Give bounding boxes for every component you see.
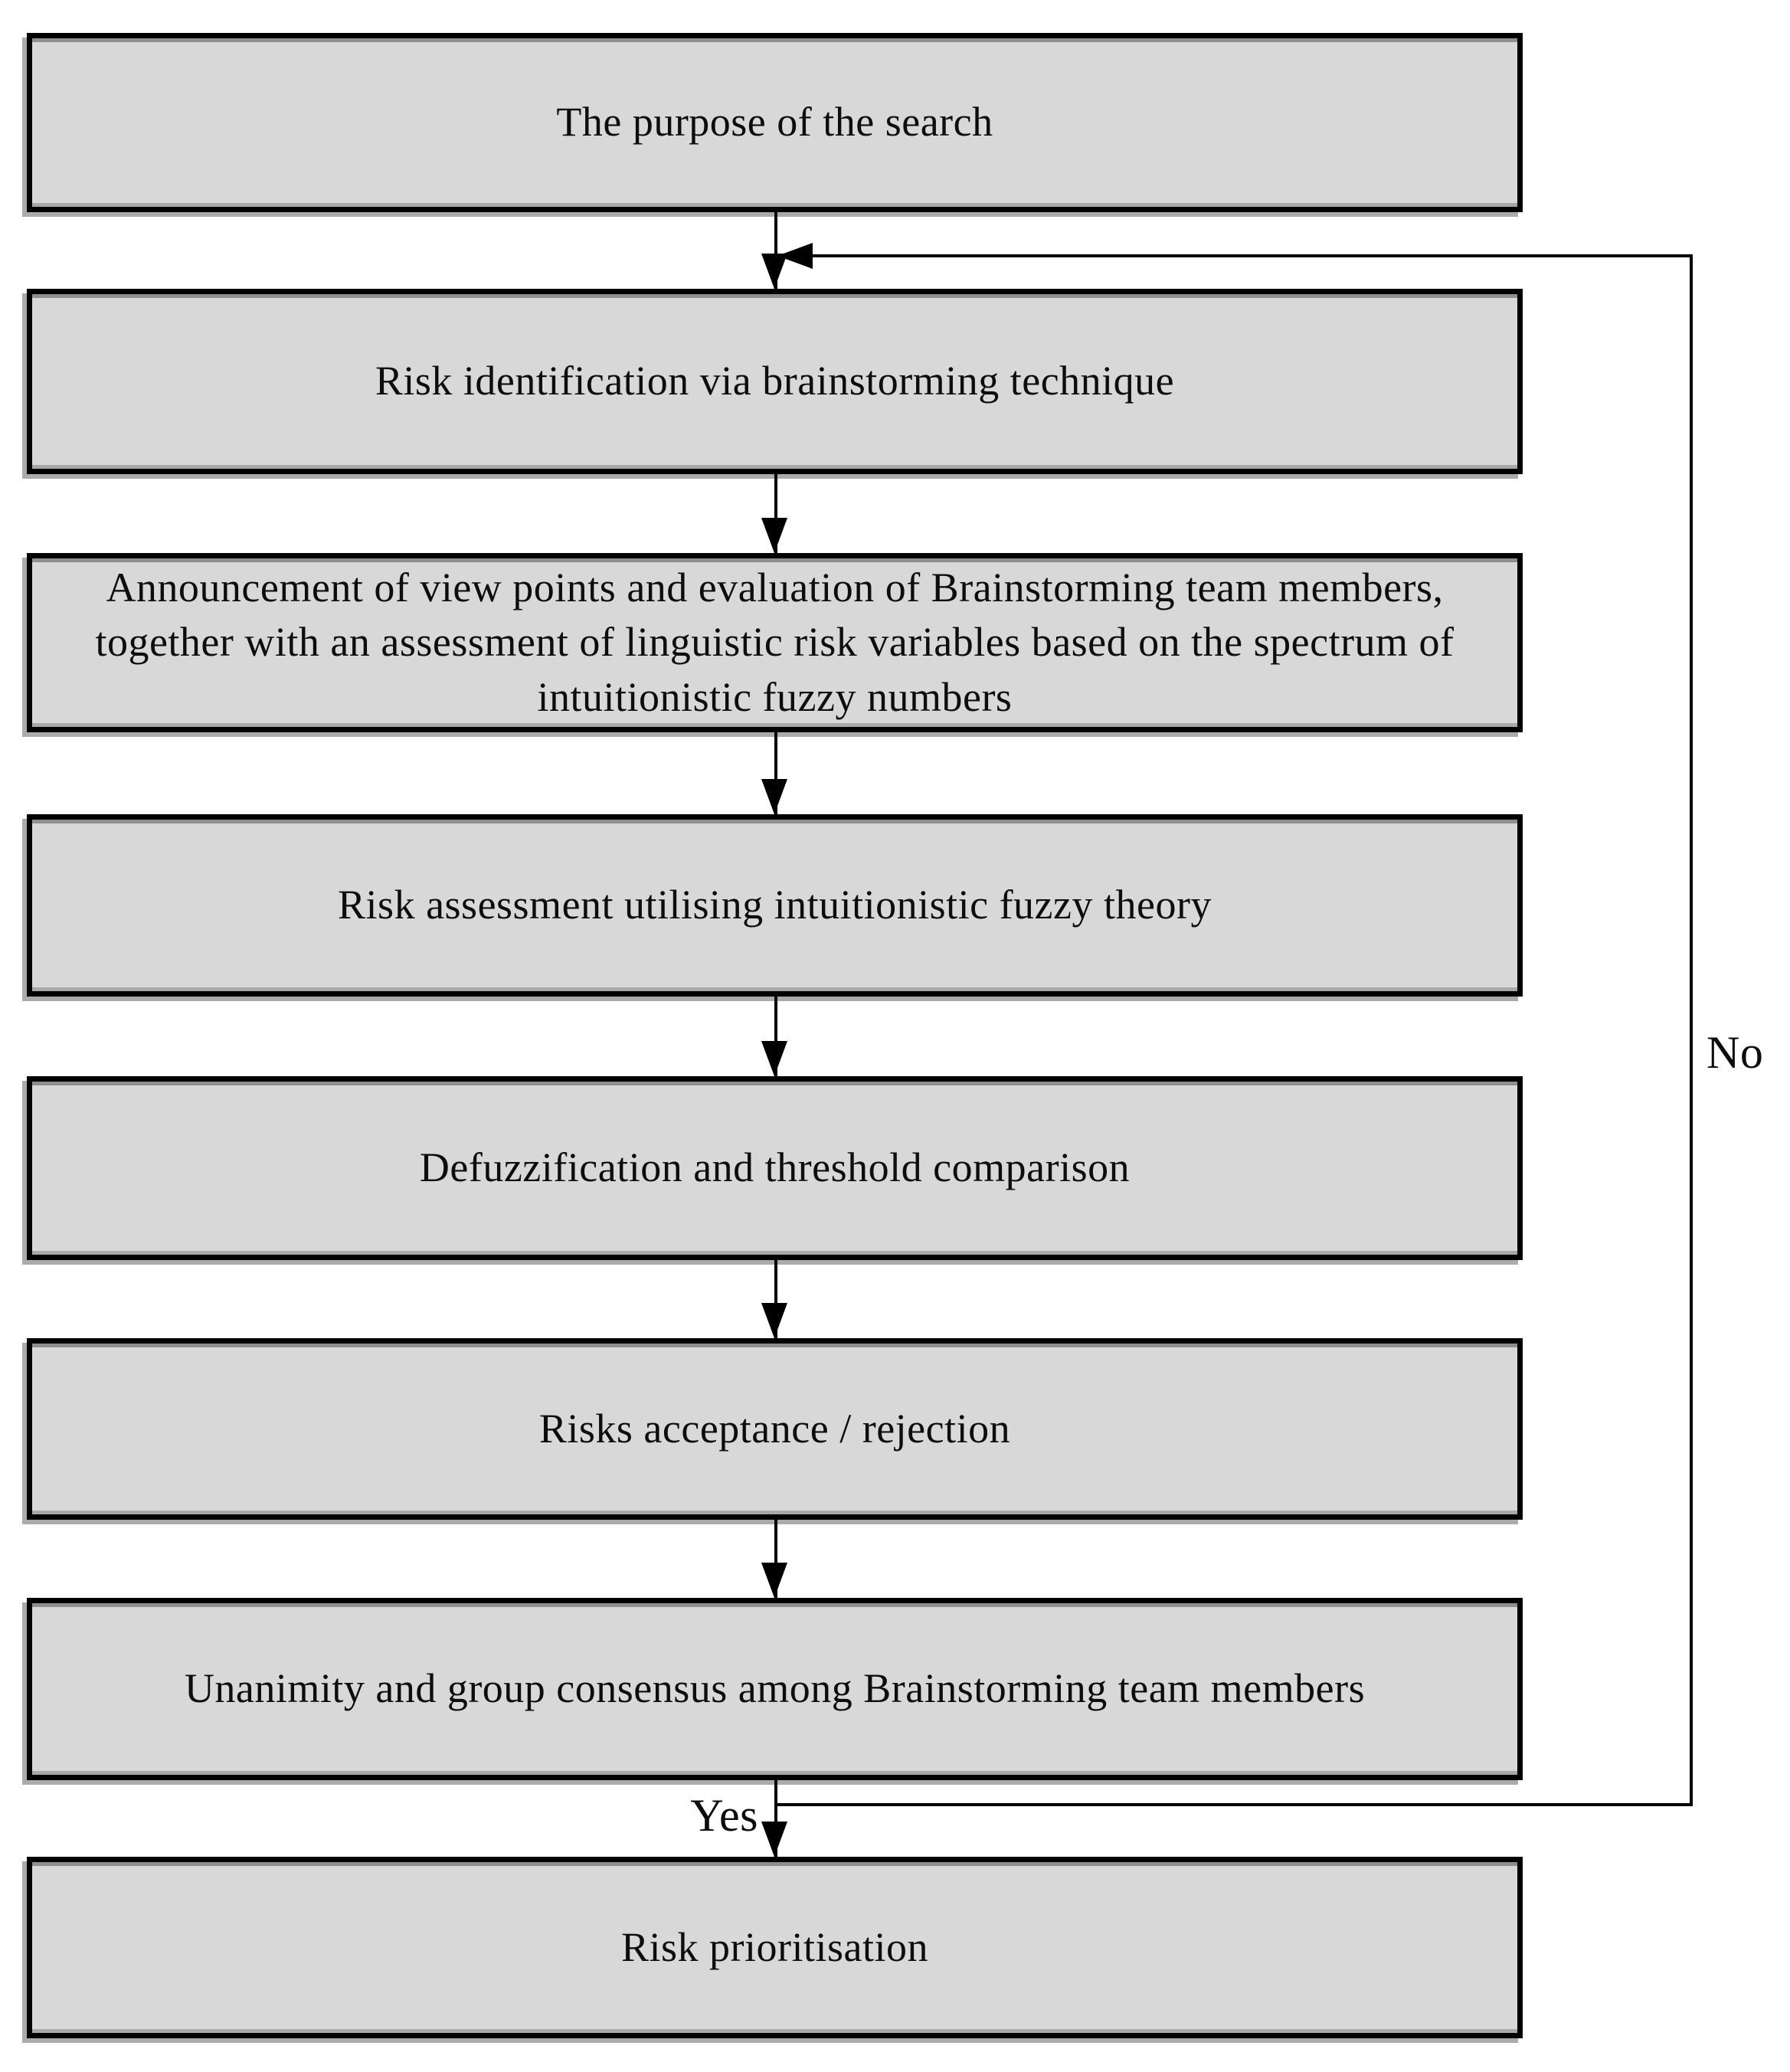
arrowhead-down-icon — [761, 1041, 787, 1076]
flow-box-label: Risks acceptance / rejection — [538, 1405, 1011, 1452]
flow-line-6-7 — [774, 1520, 777, 1598]
flow-box-risk-assessment: Risk assessment utilising intuitionistic… — [27, 814, 1523, 997]
flow-box-label: Defuzzification and threshold comparison — [419, 1144, 1131, 1191]
flow-box-label: Unanimity and group consensus among Brai… — [184, 1665, 1366, 1712]
flow-line-5-6 — [774, 1260, 777, 1338]
flow-line-1-2 — [774, 212, 777, 289]
flow-box-unanimity-consensus: Unanimity and group consensus among Brai… — [27, 1598, 1523, 1780]
arrowhead-down-icon — [761, 1303, 787, 1338]
no-branch-label: No — [1707, 1027, 1764, 1078]
flow-box-announcement-viewpoints: Announcement of view points and evaluati… — [27, 553, 1523, 732]
flow-line-2-3 — [774, 474, 777, 553]
flow-line-3-4 — [774, 732, 777, 814]
flow-box-label: Announcement of view points and evaluati… — [95, 565, 1455, 720]
flow-line-7-8-yes — [774, 1780, 777, 1857]
flow-box-risk-identification: Risk identification via brainstorming te… — [27, 289, 1523, 474]
arrowhead-down-icon — [761, 1563, 787, 1598]
flow-box-defuzzification: Defuzzification and threshold comparison — [27, 1076, 1523, 1260]
arrowhead-down-icon — [761, 518, 787, 553]
arrowhead-down-icon — [761, 1822, 787, 1857]
flow-box-label: Risk prioritisation — [621, 1923, 928, 1970]
arrowhead-down-icon — [761, 779, 787, 814]
arrowhead-left-icon — [777, 243, 813, 269]
flow-box-risk-acceptance: Risks acceptance / rejection — [27, 1338, 1523, 1520]
flow-box-purpose-of-search: The purpose of the search — [27, 33, 1523, 212]
flow-box-risk-prioritisation: Risk prioritisation — [27, 1857, 1523, 2038]
yes-branch-horizontal-line — [776, 1803, 1693, 1806]
flow-box-label: Risk assessment utilising intuitionistic… — [338, 882, 1212, 928]
no-branch-vertical-line — [1690, 254, 1693, 1806]
yes-branch-label: Yes — [690, 1790, 758, 1841]
flow-box-label: Risk identification via brainstorming te… — [375, 358, 1175, 404]
flow-box-label: The purpose of the search — [556, 99, 993, 146]
flow-line-4-5 — [774, 997, 777, 1076]
no-branch-horizontal-line — [804, 254, 1693, 257]
